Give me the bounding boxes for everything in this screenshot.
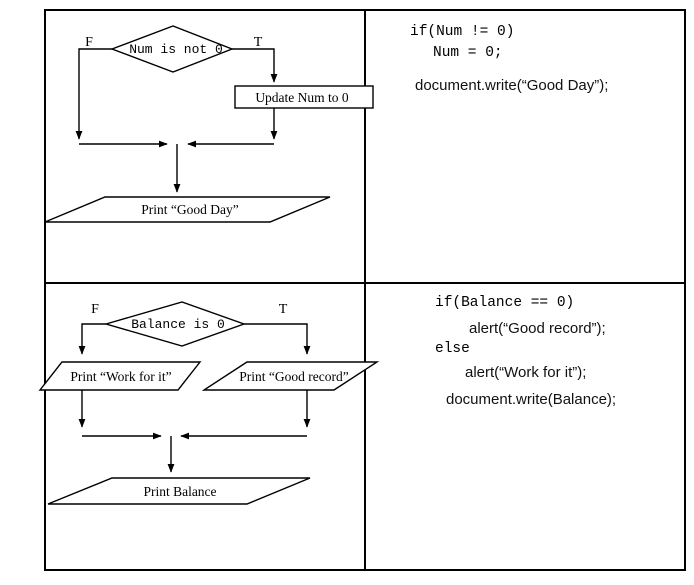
table-column-divider (364, 9, 366, 571)
false-output-parallelogram (38, 361, 202, 391)
decision-label: Num is not 0 (129, 42, 223, 57)
false-output-label: Print “Work for it” (70, 369, 171, 384)
true-output-label: Print “Good record” (239, 369, 348, 384)
true-branch-connector (232, 48, 278, 83)
process-box (234, 85, 374, 109)
merge-output-label: Print Balance (143, 484, 216, 499)
code-line-document-write-good-day: document.write(“Good Day”); (415, 77, 609, 94)
decision-label: Balance is 0 (131, 317, 225, 332)
flowchart-good-day: Num is not 0 F T Update Num to 0 Print “… (44, 25, 374, 223)
output-label: Print “Good Day” (141, 202, 238, 217)
code-line-alert-work-for-it: alert(“Work for it”); (465, 364, 587, 381)
decision-diamond (103, 301, 247, 347)
code-line-document-write-balance: document.write(Balance); (446, 391, 617, 408)
decision-diamond (110, 25, 234, 73)
code-line-else: else (435, 341, 470, 357)
code-block-good-day: if(Num != 0) Num = 0; document.write(“Go… (365, 11, 686, 284)
false-branch-label: F (85, 35, 93, 50)
false-branch-label: F (91, 302, 99, 317)
code-line-num-assign: Num = 0; (433, 45, 503, 61)
true-branch-label: T (254, 35, 263, 50)
merge-output-parallelogram (47, 477, 311, 505)
false-branch-connector (75, 48, 112, 140)
process-label: Update Num to 0 (255, 90, 349, 105)
code-line-if-balance: if(Balance == 0) (435, 295, 575, 311)
false-branch-connector (78, 323, 106, 355)
true-output-parallelogram (201, 361, 380, 391)
output-parallelogram (44, 196, 331, 223)
true-branch-label: T (279, 302, 288, 317)
flowchart-balance: Balance is 0 F T Print “Work for it” Pri… (38, 301, 380, 505)
code-line-if-num: if(Num != 0) (410, 24, 515, 40)
code-block-balance: if(Balance == 0) alert(“Good record”); e… (365, 285, 686, 558)
true-branch-connector (244, 323, 311, 355)
table-row-divider (44, 282, 686, 284)
code-line-alert-good-record: alert(“Good record”); (469, 320, 606, 337)
